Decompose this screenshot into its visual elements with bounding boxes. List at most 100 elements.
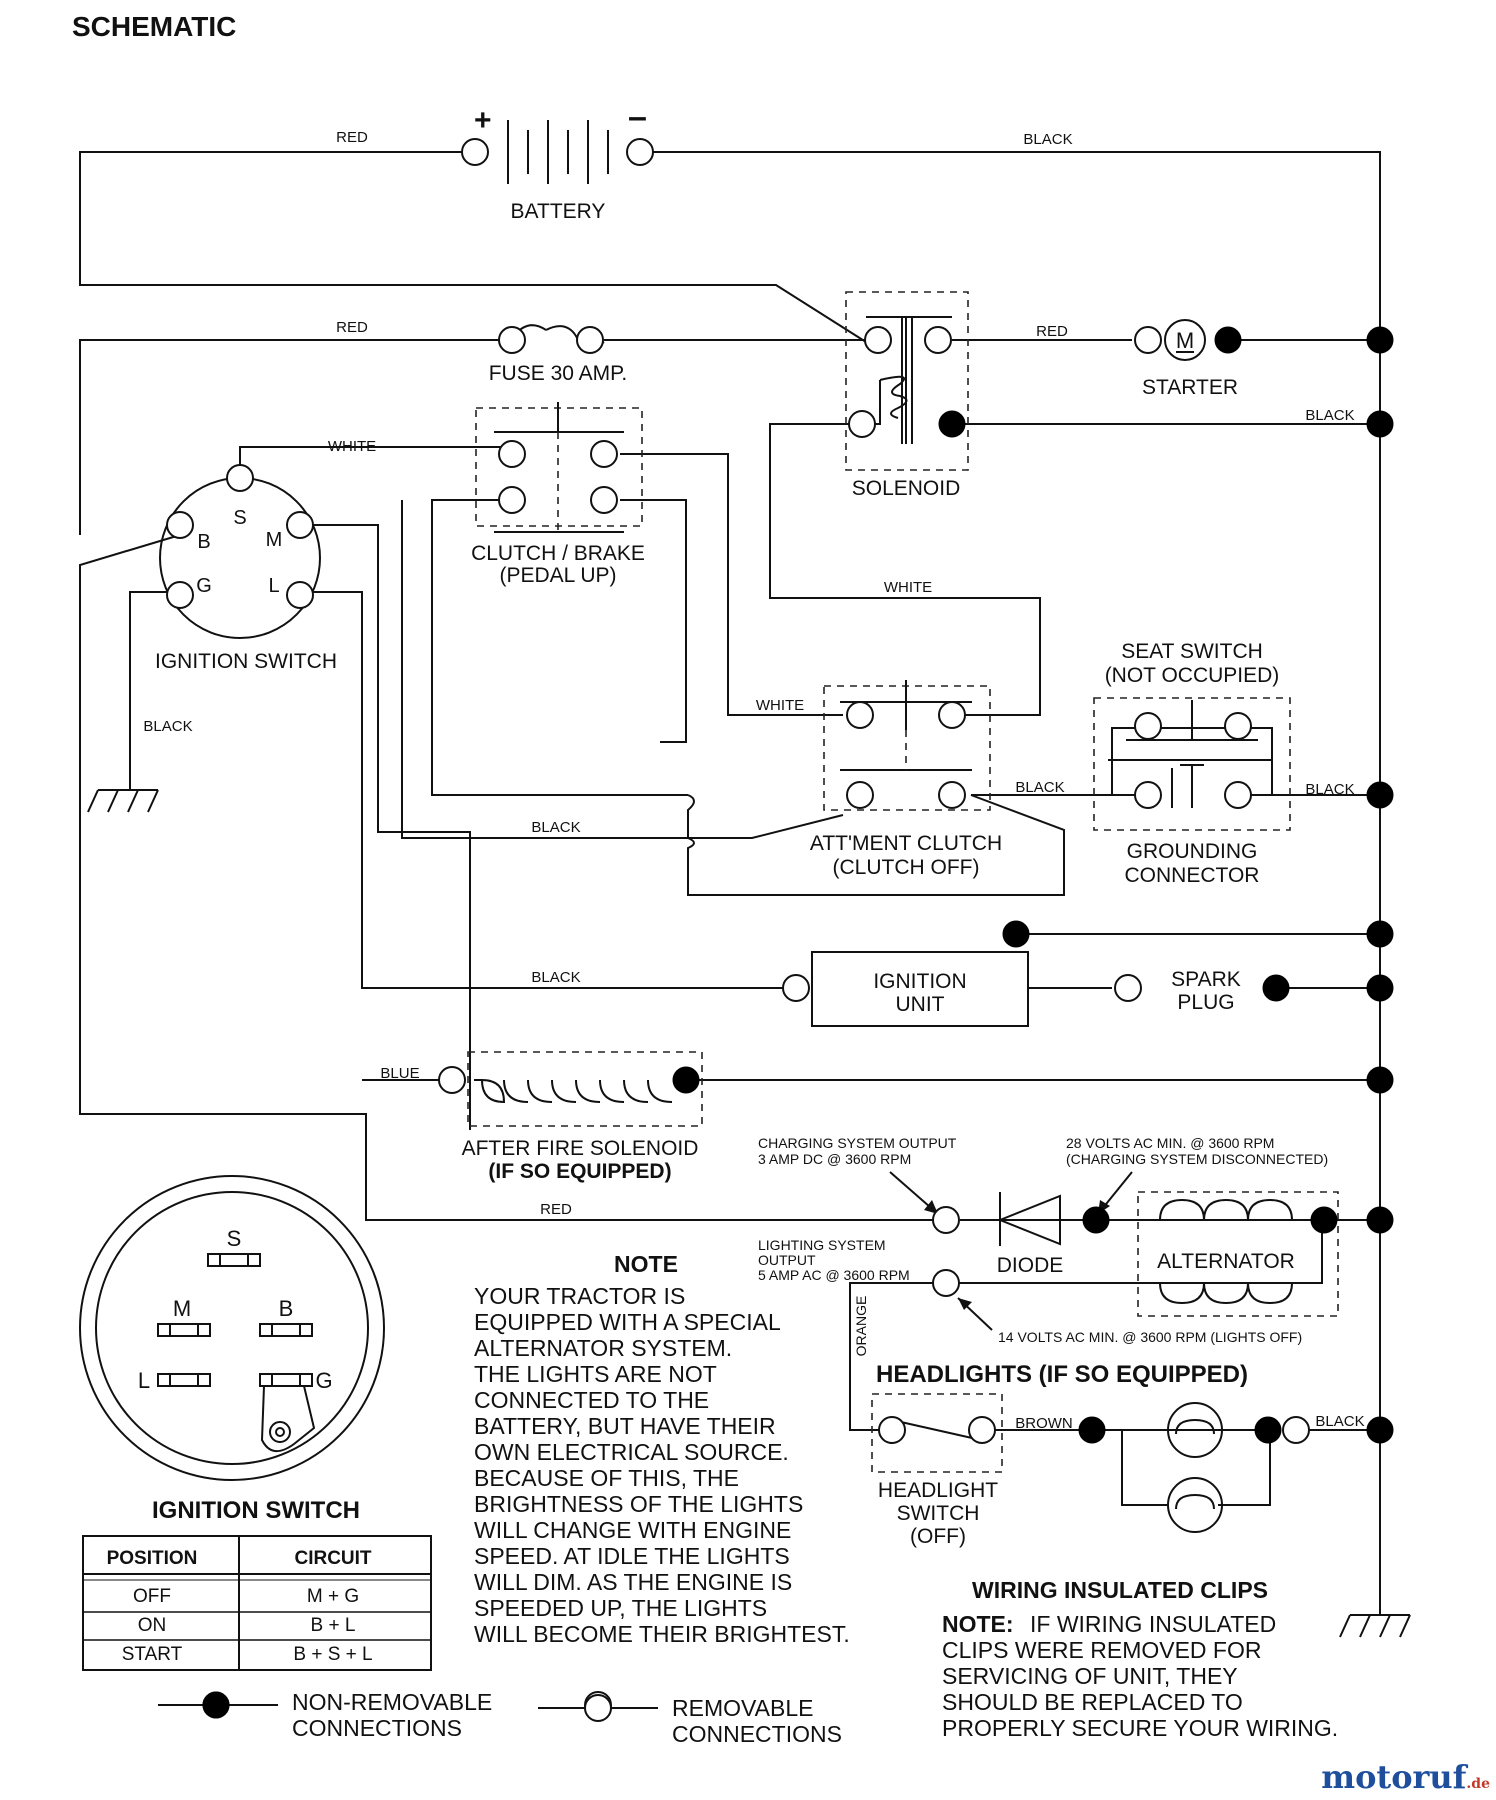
attachment-clutch-switch: ATT'MENT CLUTCH (CLUTCH OFF) xyxy=(810,680,1002,879)
fuse-label: FUSE 30 AMP. xyxy=(489,362,628,385)
legend-non-removable: NON-REMOVABLE xyxy=(292,1689,492,1715)
clips-line: IF WIRING INSULATED xyxy=(1030,1611,1276,1637)
clips-line: PROPERLY SECURE YOUR WIRING. xyxy=(942,1715,1338,1741)
volts28-label: 28 VOLTS AC MIN. @ 3600 RPM xyxy=(1066,1135,1274,1151)
face-terminal-b: B xyxy=(279,1296,294,1321)
wire-label-white-att: WHITE xyxy=(756,697,804,714)
ignition-unit-label: IGNITION xyxy=(873,970,966,993)
wire-label-white-ign: WHITE xyxy=(328,438,376,455)
att-clutch-sublabel: (CLUTCH OFF) xyxy=(833,856,980,879)
seat-switch-sublabel: (NOT OCCUPIED) xyxy=(1105,664,1280,687)
wire-label-red-bottom: RED xyxy=(540,1201,572,1218)
table-cell: M + G xyxy=(307,1586,359,1607)
spark-plug: SPARK PLUG xyxy=(1171,968,1241,1014)
wire-label-orange: ORANGE xyxy=(853,1296,869,1357)
alternator: ALTERNATOR xyxy=(1137,1191,1339,1317)
grounding-connector-label: GROUNDING xyxy=(1127,840,1258,863)
wire-label-red-top: RED xyxy=(336,129,368,146)
wire-label-black-top: BLACK xyxy=(1023,131,1072,148)
table-header-circuit: CIRCUIT xyxy=(294,1548,371,1569)
removable-connections xyxy=(166,138,1310,1719)
volts14-label: 14 VOLTS AC MIN. @ 3600 RPM (LIGHTS OFF) xyxy=(998,1329,1302,1345)
clips-heading: WIRING INSULATED CLIPS xyxy=(972,1577,1268,1603)
starter: M STARTER xyxy=(1142,319,1238,399)
seat-switch: SEAT SWITCH (NOT OCCUPIED) GROUNDING CON… xyxy=(1093,640,1291,887)
starter-m-symbol: M xyxy=(1176,328,1194,353)
page-title: SCHEMATIC xyxy=(72,11,236,42)
after-fire-sublabel: (IF SO EQUIPPED) xyxy=(488,1160,671,1183)
seat-switch-label: SEAT SWITCH xyxy=(1121,640,1263,663)
lighting-output-sublabel: OUTPUT xyxy=(758,1252,816,1268)
ignition-switch-label: IGNITION SWITCH xyxy=(155,650,337,673)
clips-line: CLIPS WERE REMOVED FOR xyxy=(942,1637,1261,1663)
wire-label-black-ground: BLACK xyxy=(143,718,192,735)
headlights: HEADLIGHT SWITCH (OFF) HEADLIGHTS (IF SO… xyxy=(871,1361,1248,1548)
note-line: WILL DIM. AS THE ENGINE IS xyxy=(474,1569,792,1595)
solenoid: SOLENOID xyxy=(845,291,969,500)
note-line: BECAUSE OF THIS, THE xyxy=(474,1465,739,1491)
wire-label-white-seat: WHITE xyxy=(884,579,932,596)
note-line: SPEED. AT IDLE THE LIGHTS xyxy=(474,1543,790,1569)
face-terminal-m: M xyxy=(173,1296,191,1321)
table-cell: OFF xyxy=(133,1586,171,1607)
note-line: OWN ELECTRICAL SOURCE. xyxy=(474,1439,789,1465)
alternator-label: ALTERNATOR xyxy=(1157,1250,1295,1273)
volts28-sublabel: (CHARGING SYSTEM DISCONNECTED) xyxy=(1066,1151,1328,1167)
watermark-tld: .de xyxy=(1466,1776,1490,1792)
note-line: THE LIGHTS ARE NOT xyxy=(474,1361,717,1387)
lighting-output-value: 5 AMP AC @ 3600 RPM xyxy=(758,1267,910,1283)
table-cell: ON xyxy=(138,1615,167,1636)
spark-plug-label: SPARK xyxy=(1171,968,1241,991)
diode-label: DIODE xyxy=(997,1254,1064,1277)
clips-line: SHOULD BE REPLACED TO xyxy=(942,1689,1243,1715)
wire-label-black-seat-right: BLACK xyxy=(1305,781,1354,798)
non-removable-connections xyxy=(202,326,1394,1719)
battery-plus-sign: + xyxy=(474,104,492,137)
face-terminal-g: G xyxy=(315,1368,332,1393)
ignition-switch-symbol: S B M G L IGNITION SWITCH xyxy=(155,477,337,673)
charging-annotations: CHARGING SYSTEM OUTPUT 3 AMP DC @ 3600 R… xyxy=(758,1135,1328,1345)
wire-label-red-fuse: RED xyxy=(336,319,368,336)
grounding-connector-sublabel: CONNECTOR xyxy=(1125,864,1260,887)
legend-non-removable-sub: CONNECTIONS xyxy=(292,1715,462,1741)
clips-line: SERVICING OF UNIT, THEY xyxy=(942,1663,1238,1689)
clutch-brake-label: CLUTCH / BRAKE xyxy=(471,542,645,565)
ignition-switch-face: S M B L G xyxy=(79,1175,385,1481)
ign-terminal-s: S xyxy=(233,507,246,529)
spark-plug-sublabel: PLUG xyxy=(1177,991,1234,1014)
clips-note-label: NOTE: xyxy=(942,1611,1014,1637)
legend-removable-sub: CONNECTIONS xyxy=(672,1721,842,1747)
wire-label-black-seat-left: BLACK xyxy=(1015,779,1064,796)
starter-label: STARTER xyxy=(1142,376,1238,399)
table-cell: B + L xyxy=(311,1615,356,1636)
face-terminal-l: L xyxy=(138,1368,150,1393)
lighting-output-label: LIGHTING SYSTEM xyxy=(758,1237,886,1253)
annotation-arrows xyxy=(889,1171,1133,1331)
note-line: CONNECTED TO THE xyxy=(474,1387,709,1413)
note-line: BRIGHTNESS OF THE LIGHTS xyxy=(474,1491,803,1517)
att-clutch-label: ATT'MENT CLUTCH xyxy=(810,832,1002,855)
wire-label-black-att-mid: BLACK xyxy=(531,819,580,836)
legend-removable: REMOVABLE xyxy=(672,1695,813,1721)
wire-label-blue: BLUE xyxy=(380,1065,419,1082)
note-line: YOUR TRACTOR IS xyxy=(474,1283,685,1309)
face-terminal-s: S xyxy=(227,1226,242,1251)
note-line: WILL BECOME THEIR BRIGHTEST. xyxy=(474,1621,850,1647)
headlights-label: HEADLIGHTS (IF SO EQUIPPED) xyxy=(876,1361,1248,1388)
ignition-unit-sublabel: UNIT xyxy=(896,993,945,1016)
wire-label-black-lights: BLACK xyxy=(1315,1413,1364,1430)
clutch-brake-sublabel: (PEDAL UP) xyxy=(499,564,616,587)
charging-output-value: 3 AMP DC @ 3600 RPM xyxy=(758,1151,911,1167)
clutch-brake-switch: CLUTCH / BRAKE (PEDAL UP) xyxy=(471,402,645,587)
charging-output-label: CHARGING SYSTEM OUTPUT xyxy=(758,1135,957,1151)
ign-terminal-l: L xyxy=(268,575,279,597)
table-cell: START xyxy=(122,1644,183,1665)
diode: DIODE xyxy=(997,1192,1064,1277)
table-cell: B + S + L xyxy=(293,1644,372,1665)
ignition-unit: IGNITION UNIT xyxy=(811,951,1029,1027)
after-fire-label: AFTER FIRE SOLENOID xyxy=(462,1137,699,1160)
headlight-switch-state: (OFF) xyxy=(910,1525,966,1548)
ignition-table: IGNITION SWITCH POSITION CIRCUIT OFF M +… xyxy=(82,1497,432,1671)
wire-label-black-ign-unit: BLACK xyxy=(531,969,580,986)
connection-legend: NON-REMOVABLE CONNECTIONS REMOVABLE CONN… xyxy=(158,1689,842,1747)
